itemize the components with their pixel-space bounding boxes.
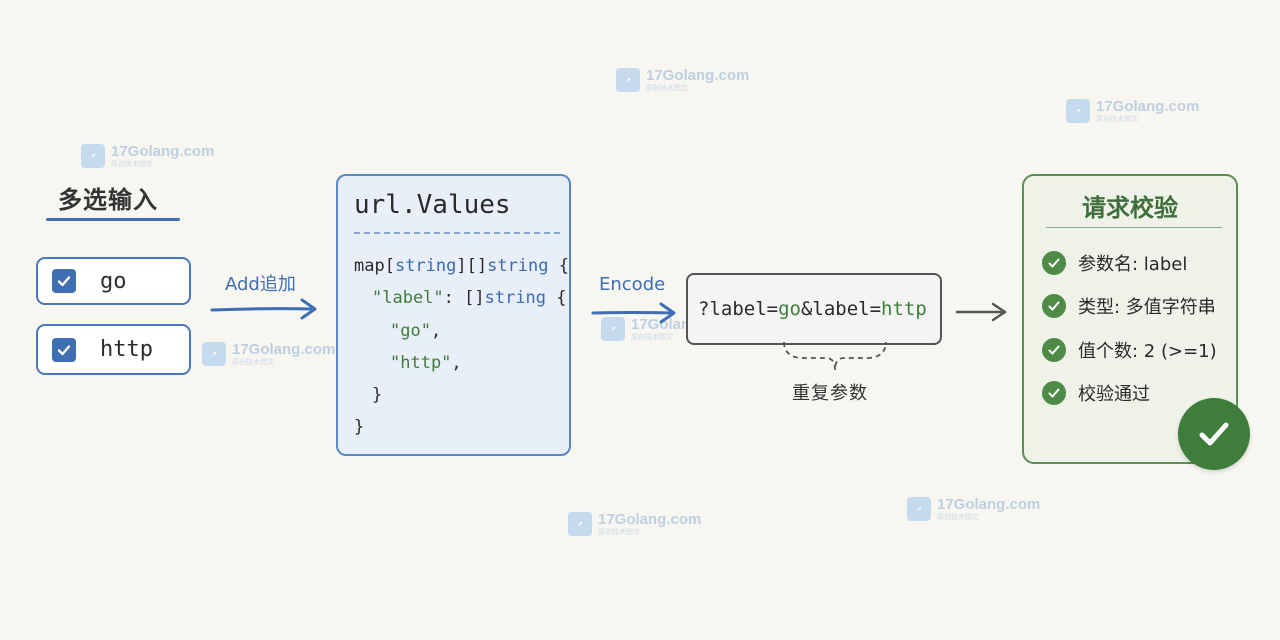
- code-text: {: [548, 256, 569, 276]
- watermark-sub: 原创技术图文: [646, 84, 688, 92]
- watermark-title: 17Golang.com: [646, 67, 750, 84]
- validation-item-label: 校验通过: [1078, 384, 1150, 405]
- watermark-title: 17Golang.com: [111, 143, 215, 160]
- check-circle-icon: [1042, 338, 1066, 362]
- check-circle-icon: [1042, 381, 1066, 405]
- code-string: "label": [372, 288, 444, 308]
- watermark-logo-icon: ↗: [568, 512, 592, 536]
- code-line: }: [354, 417, 365, 437]
- dashed-divider: [354, 232, 560, 234]
- option-label: go: [100, 268, 127, 294]
- validation-item-label: 类型: 多值字符串: [1078, 297, 1216, 318]
- multiselect-title: 多选输入: [58, 186, 158, 214]
- arrow-right-icon: [955, 302, 1007, 322]
- code-line: "http",: [390, 353, 462, 373]
- check-circle-icon: [1042, 251, 1066, 275]
- query-text: &label=: [800, 298, 882, 320]
- code-text: {: [546, 288, 567, 308]
- code-keyword: string: [487, 256, 549, 276]
- option-http[interactable]: http: [36, 324, 191, 375]
- code-line: "go",: [390, 321, 441, 341]
- query-string-box: ?label=go&label=http: [686, 273, 942, 345]
- brace-label: 重复参数: [792, 383, 868, 404]
- code-text: ][]: [456, 256, 488, 276]
- code-line: map[string][]string {: [354, 256, 569, 276]
- watermark-sub: 原创技术图文: [598, 528, 640, 536]
- title-underline: [46, 218, 180, 221]
- code-text: : []: [443, 288, 485, 308]
- check-circle-icon: [1042, 294, 1066, 318]
- watermark-title: 17Golang.com: [937, 496, 1041, 513]
- validation-item: 参数名: label: [1042, 250, 1187, 276]
- code-line: }: [372, 385, 383, 405]
- query-text: ?label=: [698, 298, 779, 320]
- option-label: http: [100, 337, 153, 362]
- checkbox-checked-icon[interactable]: [52, 337, 76, 362]
- watermark-logo-icon: ↗: [202, 342, 226, 366]
- watermark-logo-icon: ↗: [601, 317, 625, 341]
- watermark-sub: 原创技术图文: [111, 160, 153, 168]
- code-line: "label": []string {: [372, 288, 567, 308]
- checkbox-checked-icon[interactable]: [52, 269, 76, 293]
- code-text: map[: [354, 256, 395, 276]
- encode-arrow-label: Encode: [599, 274, 666, 295]
- code-keyword: string: [484, 288, 547, 308]
- watermark-logo-icon: ↗: [616, 68, 640, 92]
- validation-item: 校验通过: [1042, 380, 1150, 406]
- watermark-sub: 原创技术图文: [1096, 115, 1138, 123]
- code-text: ,: [430, 321, 442, 341]
- arrow-right-icon: [210, 298, 317, 320]
- watermark-logo-icon: ↗: [907, 497, 931, 521]
- watermark-sub: 原创技术图文: [937, 513, 979, 521]
- arrow-right-icon: [591, 302, 676, 324]
- query-value: go: [778, 298, 801, 320]
- validation-item-label: 值个数: 2 (>=1): [1078, 341, 1217, 362]
- watermark-sub: 原创技术图文: [631, 333, 673, 341]
- watermark-title: 17Golang.com: [232, 341, 336, 358]
- watermark-sub: 原创技术图文: [232, 358, 274, 366]
- watermark-logo-icon: ↗: [1066, 99, 1090, 123]
- validation-title: 请求校验: [1082, 194, 1178, 222]
- url-values-box: url.Values map[string][]string { "label"…: [336, 174, 571, 456]
- validation-item: 值个数: 2 (>=1): [1042, 337, 1217, 363]
- code-text: ,: [451, 353, 462, 373]
- watermark-logo-icon: ↗: [81, 144, 105, 168]
- code-string: "http": [390, 353, 452, 373]
- watermark-title: 17Golang.com: [598, 511, 702, 528]
- code-keyword: string: [394, 256, 457, 276]
- validation-item-label: 参数名: label: [1078, 254, 1188, 275]
- add-arrow-label: Add追加: [225, 274, 296, 295]
- url-values-title: url.Values: [354, 190, 511, 220]
- success-check-icon: [1178, 398, 1250, 470]
- brace-icon: [783, 341, 887, 371]
- option-go[interactable]: go: [36, 257, 191, 305]
- validation-item: 类型: 多值字符串: [1042, 293, 1216, 319]
- code-string: "go": [390, 321, 431, 341]
- validation-divider: [1046, 227, 1222, 228]
- query-value: http: [881, 298, 927, 320]
- watermark-title: 17Golang.com: [1096, 98, 1200, 115]
